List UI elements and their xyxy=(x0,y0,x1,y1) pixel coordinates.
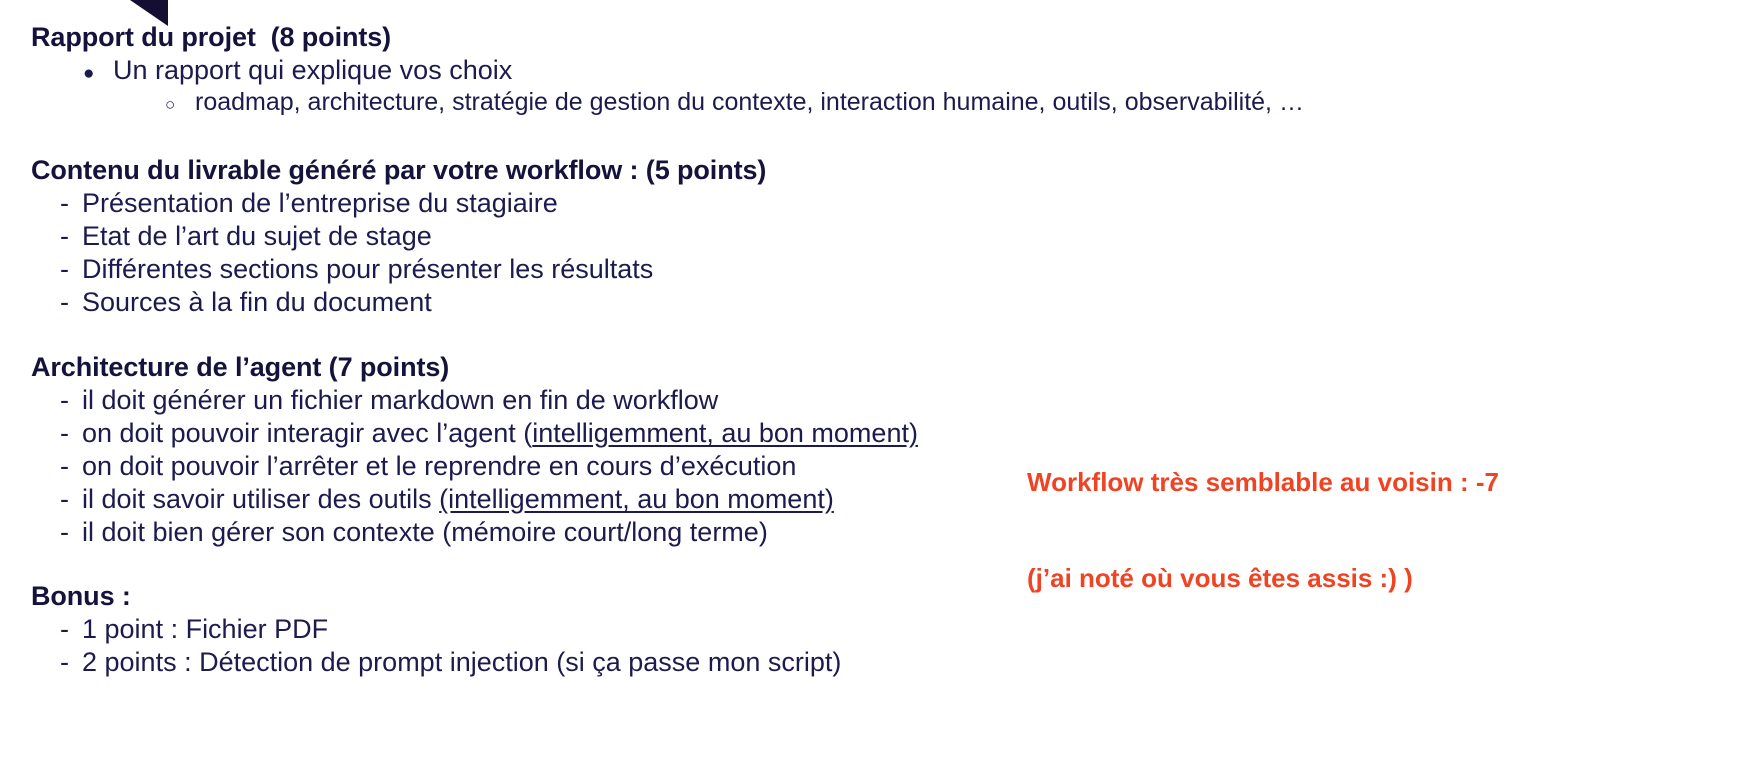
section-rapport: Rapport du projet (8 points) ● Un rappor… xyxy=(31,22,1304,118)
list-item: - 2 points : Détection de prompt injecti… xyxy=(31,646,841,679)
list-item: - il doit générer un fichier markdown en… xyxy=(31,384,918,417)
section-heading-contenu: Contenu du livrable généré par votre wor… xyxy=(31,155,767,185)
bullet-dash-icon: - xyxy=(60,647,69,678)
list-item: ● Un rapport qui explique vos choix xyxy=(31,54,1304,87)
bullet-dash-icon: - xyxy=(60,614,69,645)
bullet-dash-icon: - xyxy=(60,254,69,285)
section-architecture: Architecture de l’agent (7 points) - il … xyxy=(31,352,918,549)
section-items-architecture: - il doit générer un fichier markdown en… xyxy=(31,384,918,549)
list-item-text: Un rapport qui explique vos choix xyxy=(113,55,513,86)
list-item-text: Présentation de l’entreprise du stagiair… xyxy=(82,188,558,219)
list-item-text: Sources à la fin du document xyxy=(82,287,432,318)
list-item-text: 2 points : Détection de prompt injection… xyxy=(82,647,842,678)
bullet-dash-icon: - xyxy=(60,188,69,219)
section-heading-rapport: Rapport du projet (8 points) xyxy=(31,22,392,52)
bullet-disc-icon: ● xyxy=(83,63,95,85)
bullet-dash-icon: - xyxy=(60,516,69,547)
list-item-text: 1 point : Fichier PDF xyxy=(82,614,329,645)
list-item: - il doit bien gérer son contexte (mémoi… xyxy=(31,516,918,549)
bullet-dash-icon: - xyxy=(60,451,69,482)
annotation-line-1: Workflow très semblable au voisin : -7 xyxy=(1027,467,1499,498)
bullet-dash-icon: - xyxy=(60,418,69,449)
bullet-dash-icon: - xyxy=(60,385,69,416)
list-item: - Etat de l’art du sujet de stage xyxy=(31,220,766,253)
section-items-bonus: - 1 point : Fichier PDF - 2 points : Dét… xyxy=(31,613,841,679)
list-item-text-underlined: intelligemment, au bon moment) xyxy=(532,418,918,449)
bullet-circle-icon: ○ xyxy=(165,95,176,115)
list-item-text: Etat de l’art du sujet de stage xyxy=(82,221,432,252)
list-item: - 1 point : Fichier PDF xyxy=(31,613,841,646)
section-items-contenu: - Présentation de l’entreprise du stagia… xyxy=(31,187,766,319)
list-item-text: il doit générer un fichier markdown en f… xyxy=(82,385,719,416)
list-item: - on doit pouvoir interagir avec l’agent… xyxy=(31,417,918,450)
section-bonus: Bonus : - 1 point : Fichier PDF - 2 poin… xyxy=(31,581,841,679)
list-item: - il doit savoir utiliser des outils (in… xyxy=(31,483,918,516)
list-item: ○ roadmap, architecture, stratégie de ge… xyxy=(31,87,1304,118)
list-item-text-plain: il doit savoir utiliser des outils xyxy=(82,484,440,515)
list-item-text-underlined: (intelligemment, au bon moment) xyxy=(439,484,834,515)
list-item-text: Différentes sections pour présenter les … xyxy=(82,254,654,285)
bullet-dash-icon: - xyxy=(60,484,69,515)
list-item-text: il doit bien gérer son contexte (mémoire… xyxy=(82,516,768,547)
section-items-rapport: ● Un rapport qui explique vos choix ○ ro… xyxy=(31,54,1304,117)
list-item-text: roadmap, architecture, stratégie de gest… xyxy=(195,88,1304,117)
list-item: - on doit pouvoir l’arrêter et le repren… xyxy=(31,450,918,483)
list-item: - Présentation de l’entreprise du stagia… xyxy=(31,187,766,220)
bullet-dash-icon: - xyxy=(60,287,69,318)
list-item-text: on doit pouvoir l’arrêter et le reprendr… xyxy=(82,451,797,482)
section-contenu: Contenu du livrable généré par votre wor… xyxy=(31,155,766,319)
section-heading-bonus: Bonus : xyxy=(31,581,131,611)
list-item-text: on doit pouvoir interagir avec l’agent (… xyxy=(82,417,918,450)
bullet-dash-icon: - xyxy=(60,221,69,252)
list-item: - Sources à la fin du document xyxy=(31,286,766,319)
list-item-text-plain: on doit pouvoir interagir avec l’agent ( xyxy=(82,418,533,449)
grading-annotation: Workflow très semblable au voisin : -7 (… xyxy=(1027,404,1587,658)
section-heading-architecture: Architecture de l’agent (7 points) xyxy=(31,352,450,382)
list-item-text: il doit savoir utiliser des outils (inte… xyxy=(82,483,834,516)
annotation-line-2: (j’ai noté où vous êtes assis :) ) xyxy=(1027,562,1413,593)
corner-triangle-decoration xyxy=(130,0,168,26)
list-item: - Différentes sections pour présenter le… xyxy=(31,253,766,286)
